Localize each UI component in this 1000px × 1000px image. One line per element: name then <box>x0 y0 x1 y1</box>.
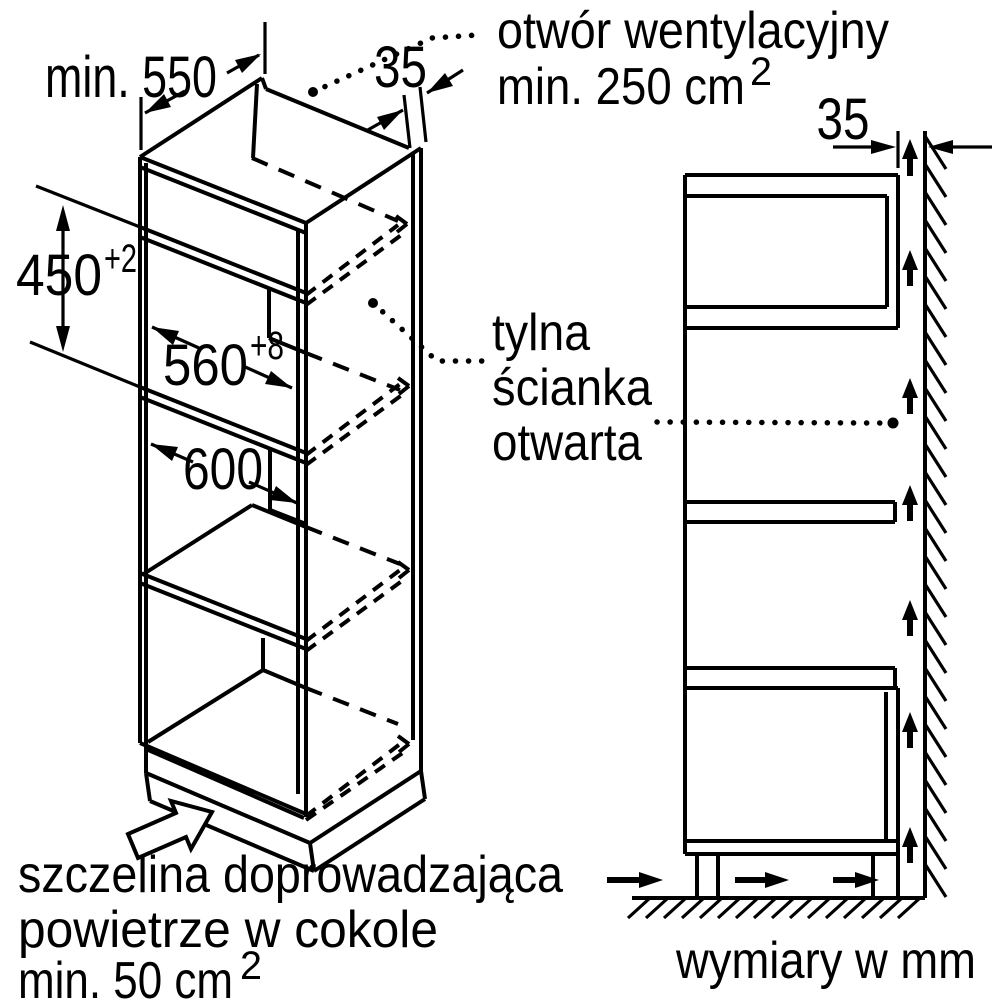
plinth <box>125 744 427 873</box>
vent-note-line2: min. 250 cm <box>497 58 745 116</box>
plinth-note-line3: min. 50 cm <box>18 952 233 1000</box>
wall <box>923 131 948 898</box>
floor <box>626 896 925 920</box>
units-caption: wymiary w mm <box>675 932 976 990</box>
vent-note-superscript: 2 <box>750 50 772 94</box>
cabinet-section <box>683 173 900 898</box>
vent-note-line1: otwór wentylacyjny <box>497 2 889 60</box>
dim-top-gap-35: 35 <box>365 35 464 149</box>
isometric-cabinet-view: min. 550 35 450 +2 560 +8 <box>16 22 486 873</box>
rear-wall-leader-left <box>368 298 486 364</box>
dim-niche-height-tolerance: +2 <box>104 237 137 281</box>
plinth-note-line2: powietrze w cokole <box>18 901 438 959</box>
dim-wall-gap-label: 35 <box>817 87 870 152</box>
dim-top-gap-label: 35 <box>374 35 427 100</box>
dim-niche-width-560: 560 +8 <box>151 324 293 398</box>
open-back-hidden-edges <box>251 156 411 822</box>
airflow-up-arrows <box>902 139 918 863</box>
annotation-texts: otwór wentylacyjny min. 250 cm 2 tylna ś… <box>18 2 976 1000</box>
dim-niche-height-450: 450 +2 <box>16 184 141 389</box>
dim-niche-height-label: 450 <box>16 243 102 308</box>
dim-wall-gap-35: 35 <box>817 87 992 168</box>
dim-niche-width-label: 560 <box>163 333 248 398</box>
cabinet-frame <box>138 76 423 820</box>
rear-wall-leader-right <box>654 417 899 429</box>
vent-opening-leader <box>308 32 481 97</box>
dim-cabinet-width-label: 600 <box>183 437 263 502</box>
plinth-note-line1: szczelina doprowadzająca <box>18 846 563 904</box>
dim-cabinet-width-600: 600 <box>150 437 298 505</box>
plinth-note-superscript: 2 <box>240 944 262 988</box>
air-inlet-arrow <box>125 798 216 861</box>
rear-wall-note-line1: tylna <box>492 304 590 362</box>
side-section-view: 35 <box>607 87 992 920</box>
dim-depth-label: min. 550 <box>45 45 217 110</box>
airflow-plinth-arrows <box>607 872 879 888</box>
rear-wall-note-line3: otwarta <box>492 414 642 472</box>
rear-wall-note-line2: ścianka <box>492 359 652 417</box>
dim-niche-width-tolerance: +8 <box>250 324 284 368</box>
dim-depth-min550: min. 550 <box>45 22 267 150</box>
